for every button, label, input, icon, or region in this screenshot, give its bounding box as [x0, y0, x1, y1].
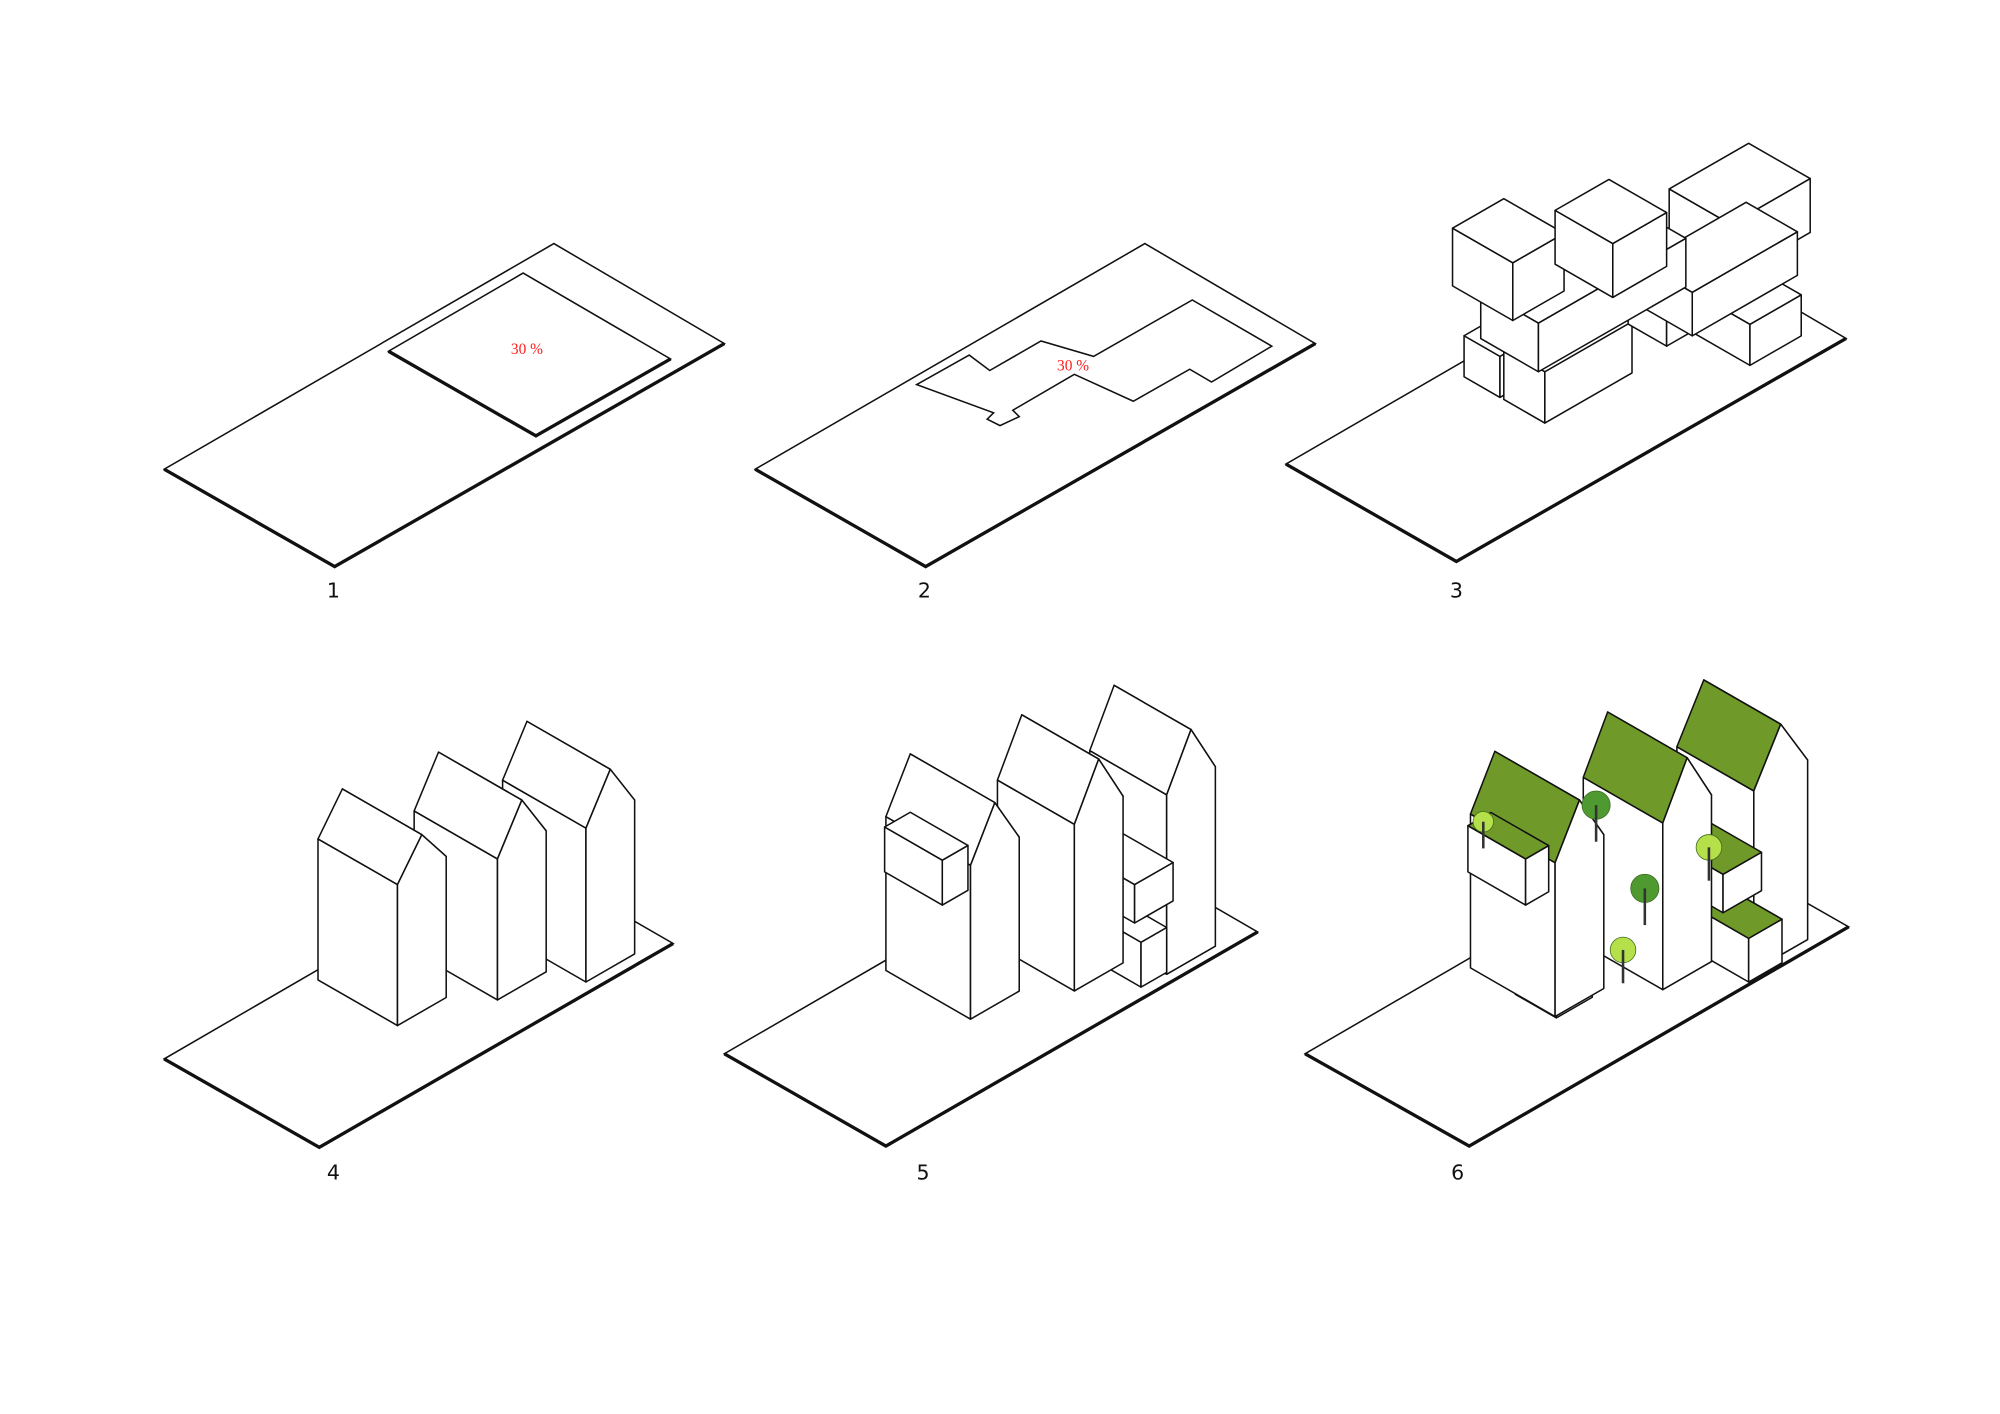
step-label: 4: [327, 1160, 340, 1184]
site-plot-edge: [163, 342, 726, 569]
coverage-annotation: 30 %: [1057, 357, 1089, 374]
gable-frames: [317, 720, 636, 1027]
gable-end-wall: [585, 768, 636, 983]
gable-end-wall: [1165, 728, 1217, 976]
gable-end-wall: [496, 799, 547, 1001]
box-top-face: [883, 811, 969, 861]
step-label: 6: [1451, 1160, 1464, 1184]
step-3-diagram: 3: [1284, 142, 1848, 602]
gable-end-wall: [1753, 723, 1809, 972]
step-2-diagram: 30 % 2: [753, 242, 1317, 602]
box-top-face: [1554, 178, 1668, 245]
step-label: 2: [918, 578, 931, 602]
site-plot-edge: [163, 942, 674, 1150]
site-plot-edge: [1304, 925, 1850, 1148]
step-label: 1: [327, 578, 340, 602]
gable-end-wall: [1073, 758, 1124, 992]
footprint-edge: [387, 349, 672, 438]
step-label: 3: [1450, 578, 1463, 602]
step-6-diagram: 6: [1303, 679, 1851, 1184]
coverage-annotation: 30 %: [511, 341, 543, 358]
gable-end-wall: [1662, 756, 1713, 991]
volume-boxes: [1451, 142, 1811, 424]
gable-end-wall: [969, 801, 1020, 1020]
footprint-area: [914, 299, 1274, 427]
step-1-diagram: 30 % 1: [162, 242, 726, 602]
site-plot-edge: [723, 930, 1259, 1148]
site-plot-edge: [1285, 336, 1847, 564]
site-plot-edge: [754, 342, 1317, 569]
houses-with-boxes: [883, 684, 1217, 1020]
step-5-diagram: 5: [722, 684, 1260, 1184]
step-label: 5: [917, 1160, 930, 1184]
box-top-face: [1668, 142, 1811, 226]
green-houses: [1467, 679, 1809, 1019]
step-4-diagram: 4: [162, 720, 675, 1184]
gable-end-wall: [396, 833, 447, 1027]
box-top-face: [1451, 197, 1565, 264]
